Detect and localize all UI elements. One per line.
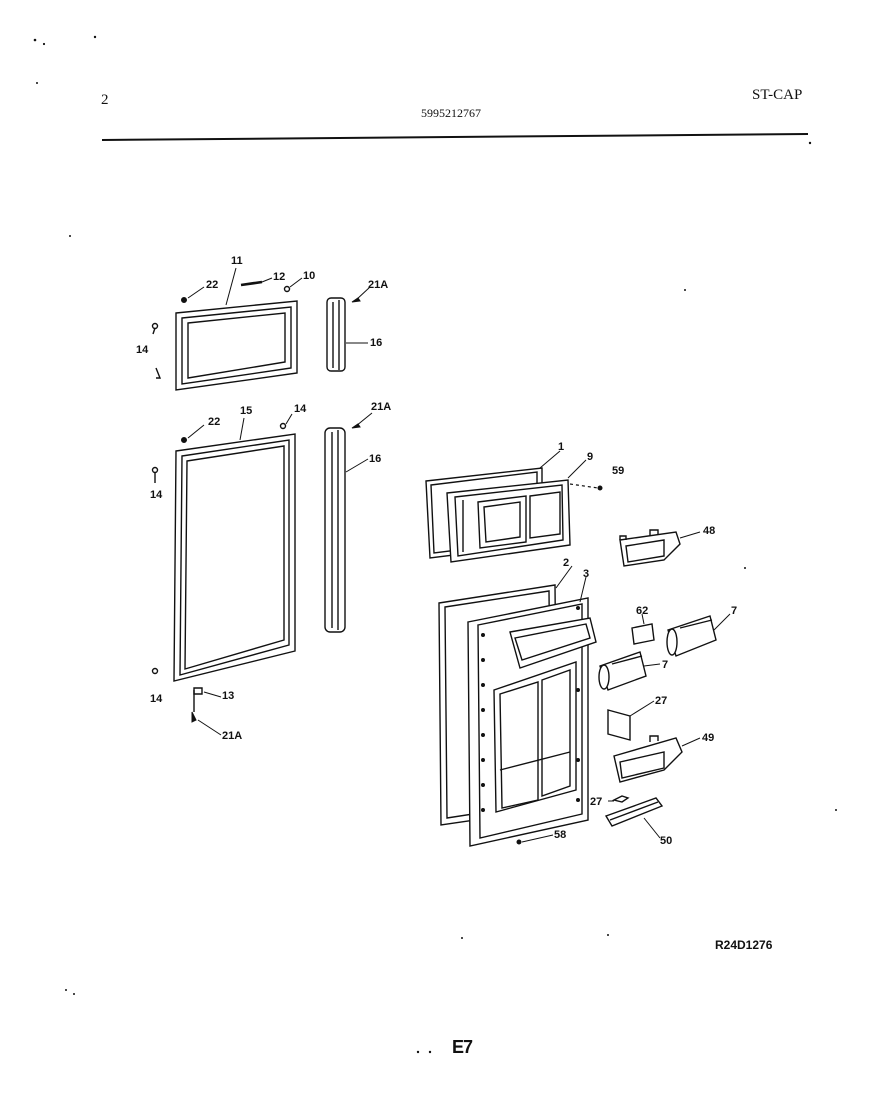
callout-14: 14 [150, 693, 163, 705]
fresh-food-door-liner [467, 597, 597, 847]
freezer-door-gasket [175, 300, 298, 391]
bracket-27 [611, 795, 630, 803]
part-number: 5995212767 [421, 106, 481, 120]
scan-specks [33, 35, 837, 1054]
callout-21a: 21A [368, 279, 388, 291]
callout-2: 2 [563, 557, 569, 569]
callout-14: 14 [294, 403, 307, 415]
callout-59: 59 [612, 465, 624, 477]
butter-compartment-7-right [666, 615, 717, 657]
callout-58: 58 [554, 829, 566, 841]
callout-27: 27 [590, 796, 602, 808]
screw-22-top [181, 297, 187, 303]
header-rule [101, 133, 809, 141]
callout-27: 27 [655, 695, 667, 707]
callout-49: 49 [702, 732, 714, 744]
leader-lines [187, 267, 731, 843]
hinge-pin-14-top [151, 322, 162, 379]
screw-59 [569, 483, 603, 491]
diagram-reference: R24D1276 [715, 938, 773, 952]
screw-22-mid [181, 437, 187, 443]
hinge-13 [193, 687, 203, 712]
callout-48: 48 [703, 525, 715, 537]
callout-11: 11 [231, 255, 243, 267]
callout-22: 22 [208, 416, 220, 428]
door-rack-27 [607, 709, 631, 741]
callout-3: 3 [583, 568, 589, 580]
screw-10 [283, 285, 291, 293]
page-number: 2 [101, 92, 109, 108]
callout-15: 15 [240, 405, 252, 417]
callout-16: 16 [369, 453, 381, 465]
door-shelf-48 [619, 529, 681, 567]
dairy-door-62 [631, 623, 655, 645]
screw-14-mid [279, 422, 287, 430]
callout-labels: 11 12 10 22 21A 14 16 15 22 14 21A 16 14… [136, 255, 737, 847]
callout-50: 50 [660, 835, 672, 847]
screw-21a-bottom [191, 711, 197, 723]
butter-compartment-7-left [598, 651, 647, 691]
callout-12: 12 [273, 271, 285, 283]
callout-10: 10 [303, 270, 315, 282]
callout-13: 13 [222, 690, 234, 702]
callout-14: 14 [150, 489, 163, 501]
fresh-food-door-gasket [173, 433, 296, 682]
footer-page-code: E7 [452, 1037, 473, 1057]
callout-14: 14 [136, 344, 149, 356]
callout-22: 22 [206, 279, 218, 291]
callout-21a: 21A [371, 401, 391, 413]
model-code: ST-CAP [752, 87, 803, 103]
freezer-door-handle [326, 297, 346, 372]
callout-9: 9 [587, 451, 593, 463]
screw-58 [516, 839, 522, 845]
callout-21a: 21A [222, 730, 242, 742]
freezer-door-liner [446, 479, 571, 563]
hinge-pin-14-left [151, 466, 159, 675]
callout-7: 7 [731, 605, 737, 617]
callout-7: 7 [662, 659, 668, 671]
door-shelf-49 [613, 735, 683, 783]
handle-part-12 [240, 280, 263, 287]
callout-1: 1 [558, 441, 564, 453]
callout-16: 16 [370, 337, 382, 349]
bottle-rack-50 [604, 797, 664, 827]
callout-62: 62 [636, 605, 648, 617]
fresh-food-door-handle [324, 427, 346, 633]
